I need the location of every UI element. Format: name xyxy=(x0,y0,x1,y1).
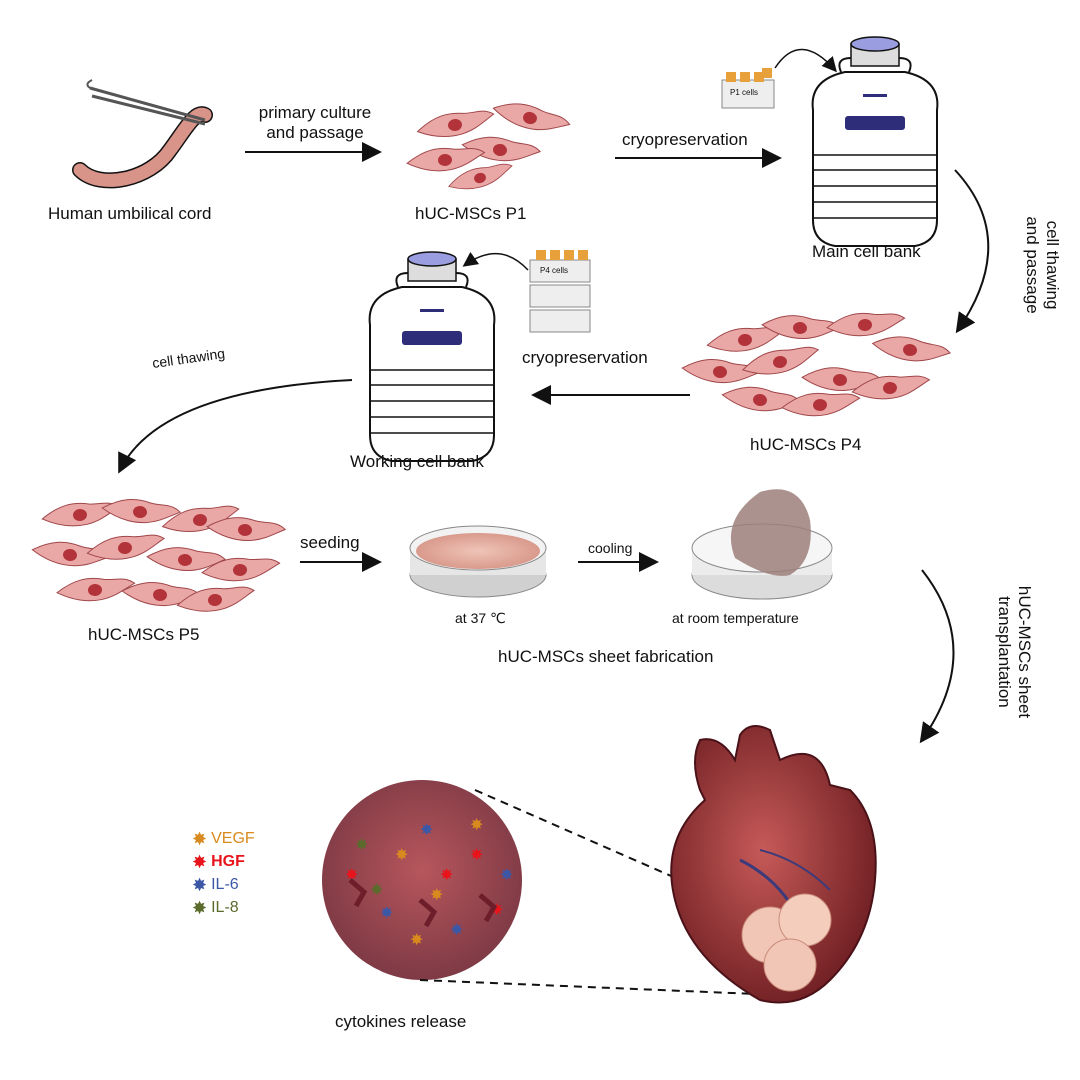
label-p1-cells: P1 cells xyxy=(730,88,759,97)
main-cell-bank-tank xyxy=(811,36,939,247)
svg-text:✸: ✸ xyxy=(430,885,443,904)
svg-text:✸: ✸ xyxy=(370,880,383,899)
label-cell-thawing-passage: cell thawing and passage xyxy=(1022,205,1062,325)
svg-text:✸: ✸ xyxy=(410,930,423,949)
legend-il8-label: IL-8 xyxy=(211,899,239,916)
heart-illustration xyxy=(670,725,877,1004)
legend-il6-label: IL-6 xyxy=(211,876,239,893)
label-at-37c: at 37 ℃ xyxy=(455,610,506,626)
hgf-star-icon: ✸ xyxy=(192,852,208,872)
label-sheet-transplantation: hUC-MSCs sheet transplantation xyxy=(994,582,1034,722)
culture-dish-room-temp xyxy=(691,489,833,600)
legend-hgf-label: HGF xyxy=(211,853,245,870)
label-seeding: seeding xyxy=(300,533,360,552)
label-cell-thawing-passage-text: cell thawing and passage xyxy=(1023,216,1062,314)
label-human-umbilical-cord: Human umbilical cord xyxy=(48,204,212,223)
svg-text:✸: ✸ xyxy=(420,820,433,839)
p4-cells-illustration xyxy=(680,309,952,419)
svg-text:✸: ✸ xyxy=(470,845,483,864)
p5-cells-illustration xyxy=(30,495,287,617)
il6-star-icon: ✸ xyxy=(192,875,208,895)
svg-text:✸: ✸ xyxy=(470,815,483,834)
legend-il8: ✸ IL-8 xyxy=(192,899,239,917)
svg-text:✸: ✸ xyxy=(450,920,463,939)
label-cooling: cooling xyxy=(588,540,633,556)
umbilical-cord-illustration xyxy=(72,79,213,189)
label-working-cell-bank: Working cell bank xyxy=(350,452,484,471)
label-sheet-fabrication: hUC-MSCs sheet fabrication xyxy=(498,647,714,666)
label-p5: hUC-MSCs P5 xyxy=(88,625,200,644)
il8-star-icon: ✸ xyxy=(192,898,208,918)
label-p4: hUC-MSCs P4 xyxy=(750,435,862,454)
label-p1: hUC-MSCs P1 xyxy=(415,204,527,223)
svg-text:✸: ✸ xyxy=(500,865,513,884)
working-cell-bank-tank xyxy=(368,251,496,462)
legend-vegf: ✸ VEGF xyxy=(192,830,255,848)
p1-vials-icon xyxy=(721,48,837,109)
legend-vegf-label: VEGF xyxy=(211,830,255,847)
label-room-temperature: at room temperature xyxy=(672,610,799,626)
p4-vials-icon xyxy=(462,250,591,333)
svg-text:✸: ✸ xyxy=(440,865,453,884)
label-cryopreservation-1: cryopreservation xyxy=(622,130,748,149)
label-main-cell-bank: Main cell bank xyxy=(812,242,921,261)
label-p4-cells: P4 cells xyxy=(540,266,569,275)
label-sheet-transplantation-text: hUC-MSCs sheet transplantation xyxy=(995,585,1034,719)
vegf-star-icon: ✸ xyxy=(192,829,208,849)
label-primary-culture: primary culture and passage xyxy=(255,103,375,143)
cytokine-release-circle: ✸ ✸ ✸ ✸ ✸ ✸ ✸ ✸ ✸ ✸ ✸ ✸ ✸ ✸ xyxy=(322,780,522,980)
label-cryopreservation-2: cryopreservation xyxy=(522,348,648,367)
label-primary-culture-text: primary culture and passage xyxy=(258,103,372,142)
culture-dish-37c xyxy=(409,525,547,598)
legend-hgf: ✸ HGF xyxy=(192,853,245,871)
svg-text:✸: ✸ xyxy=(345,865,358,884)
svg-text:✸: ✸ xyxy=(380,903,393,922)
legend-il6: ✸ IL-6 xyxy=(192,876,239,894)
svg-text:✸: ✸ xyxy=(355,835,368,854)
svg-text:✸: ✸ xyxy=(395,845,408,864)
label-cytokines-release: cytokines release xyxy=(335,1012,467,1031)
p1-cells-illustration xyxy=(405,96,573,196)
